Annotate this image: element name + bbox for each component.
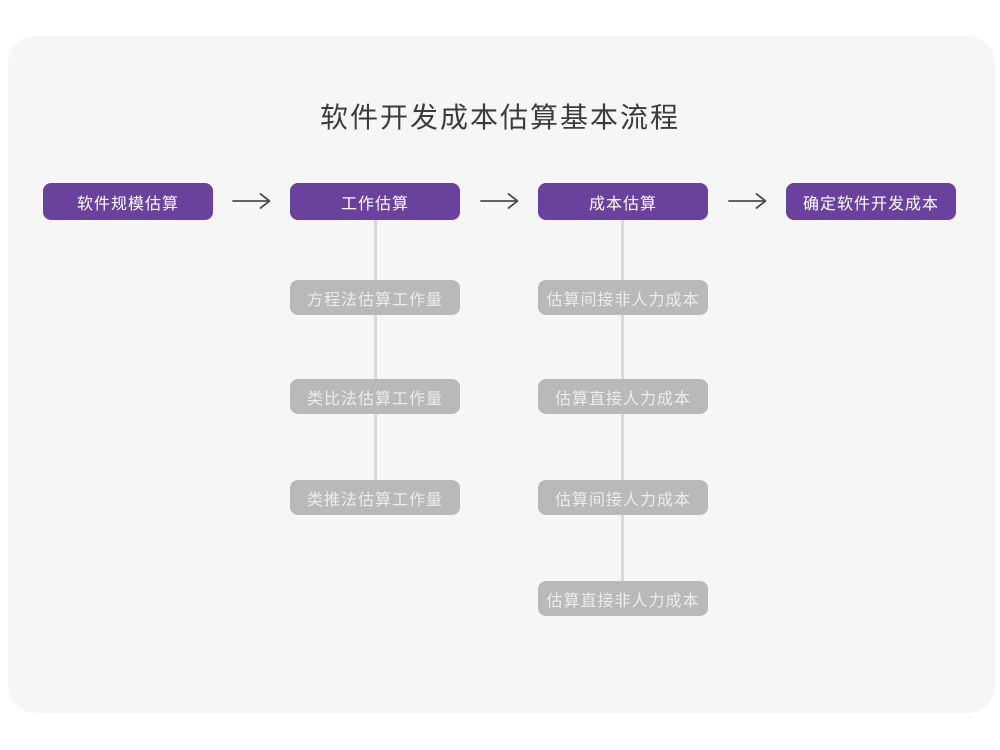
cost-step-indirect-labor: 估算间接人力成本	[538, 480, 708, 515]
right-arrow-icon	[232, 193, 271, 209]
cost-step-direct-labor: 估算直接人力成本	[538, 379, 708, 414]
flow-step-software-scale-estimation: 软件规模估算	[43, 183, 213, 220]
work-method-extrapolation: 类推法估算工作量	[290, 480, 460, 515]
connector-line-work-estimation	[374, 220, 377, 498]
work-method-equation: 方程法估算工作量	[290, 280, 460, 315]
cost-step-indirect-nonlabor: 估算间接非人力成本	[538, 280, 708, 315]
right-arrow-icon	[728, 193, 767, 209]
diagram-card	[8, 36, 995, 713]
work-method-analogy: 类比法估算工作量	[290, 379, 460, 414]
flow-step-determine-development-cost: 确定软件开发成本	[786, 183, 956, 220]
cost-step-direct-nonlabor: 估算直接非人力成本	[538, 581, 708, 616]
right-arrow-icon	[480, 193, 519, 209]
diagram-title: 软件开发成本估算基本流程	[319, 102, 680, 133]
flow-step-work-estimation: 工作估算	[290, 183, 460, 220]
flow-step-cost-estimation: 成本估算	[538, 183, 708, 220]
